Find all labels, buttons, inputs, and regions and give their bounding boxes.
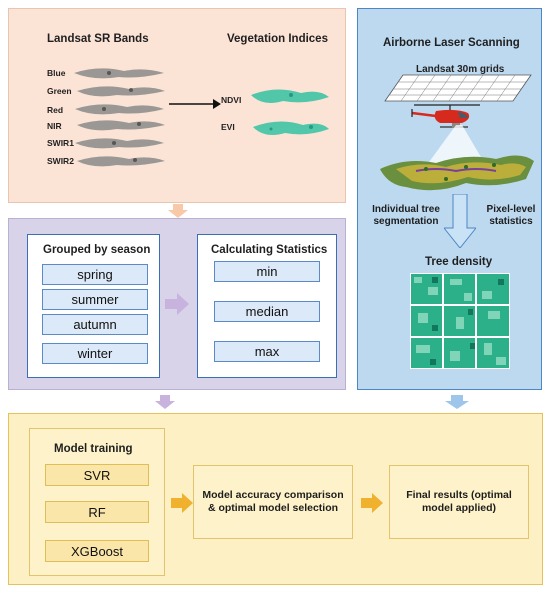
season-item-summer: summer (42, 289, 148, 310)
stats-item-median: median (214, 301, 320, 322)
als-to-model-arrow (445, 395, 469, 409)
pixel-statistics-label: Pixel-level statistics (486, 204, 536, 227)
final-results-box: Final results (optimal model applied) (389, 465, 529, 539)
band-label-swir2: SWIR2 (47, 156, 74, 166)
band-label-blue: Blue (47, 68, 66, 78)
model-item-svr: SVR (45, 464, 149, 486)
band-label-red: Red (47, 105, 64, 115)
model-training-title: Model training (54, 443, 133, 455)
stats-item-max: max (214, 341, 320, 362)
season-title: Grouped by season (43, 244, 151, 256)
model-item-xgboost: XGBoost (45, 540, 149, 562)
als-title: Airborne Laser Scanning (383, 37, 520, 49)
landsat-panel: Landsat SR Bands Vegetation Indices Blue… (8, 8, 346, 203)
model-comparison-box: Model accuracy comparison & optimal mode… (193, 465, 353, 539)
lilac-to-model-arrow (155, 395, 175, 409)
bands-to-indices-arrow (169, 99, 221, 109)
tree-density-map (410, 273, 510, 369)
tree-segmentation-label: Individual tree segmentation (372, 204, 440, 227)
final-results-text: Final results (optimal model applied) (406, 489, 512, 514)
season-item-spring: spring (42, 264, 148, 285)
season-item-winter: winter (42, 343, 148, 364)
model-training-box: Model training SVR RF XGBoost (29, 428, 165, 576)
vegetation-index-image (251, 89, 329, 135)
band-stack-image (74, 68, 165, 167)
landsat-grid-plane (384, 74, 532, 102)
als-down-arrow (444, 194, 476, 248)
grid-label: Landsat 30m grids (416, 64, 505, 75)
vegetation-indices-title: Vegetation Indices (227, 33, 328, 45)
preprocessing-panel: Grouped by season spring summer autumn w… (8, 218, 346, 390)
tree-density-title: Tree density (425, 256, 493, 268)
band-label-nir: NIR (47, 121, 62, 131)
modeling-panel: Model training SVR RF XGBoost Model accu… (8, 413, 543, 585)
index-label-evi: EVI (221, 122, 235, 132)
stats-box: Calculating Statistics min median max (197, 234, 337, 378)
point-cloud-terrain (380, 155, 534, 191)
stats-title: Calculating Statistics (211, 244, 328, 256)
training-to-compare-arrow (171, 493, 193, 513)
model-comparison-text: Model accuracy comparison & optimal mode… (202, 489, 344, 514)
landsat-bands-title: Landsat SR Bands (47, 33, 149, 45)
model-item-rf: RF (45, 501, 149, 523)
season-box: Grouped by season spring summer autumn w… (27, 234, 160, 378)
band-label-swir1: SWIR1 (47, 138, 74, 148)
season-to-stats-arrow (165, 293, 189, 315)
als-panel: Airborne Laser Scanning Landsat 30m grid… (357, 8, 542, 390)
stats-item-min: min (214, 261, 320, 282)
band-label-green: Green (47, 86, 72, 96)
index-label-ndvi: NDVI (221, 95, 242, 105)
landsat-to-season-arrow (168, 204, 188, 218)
compare-to-final-arrow (361, 493, 383, 513)
season-item-autumn: autumn (42, 314, 148, 335)
